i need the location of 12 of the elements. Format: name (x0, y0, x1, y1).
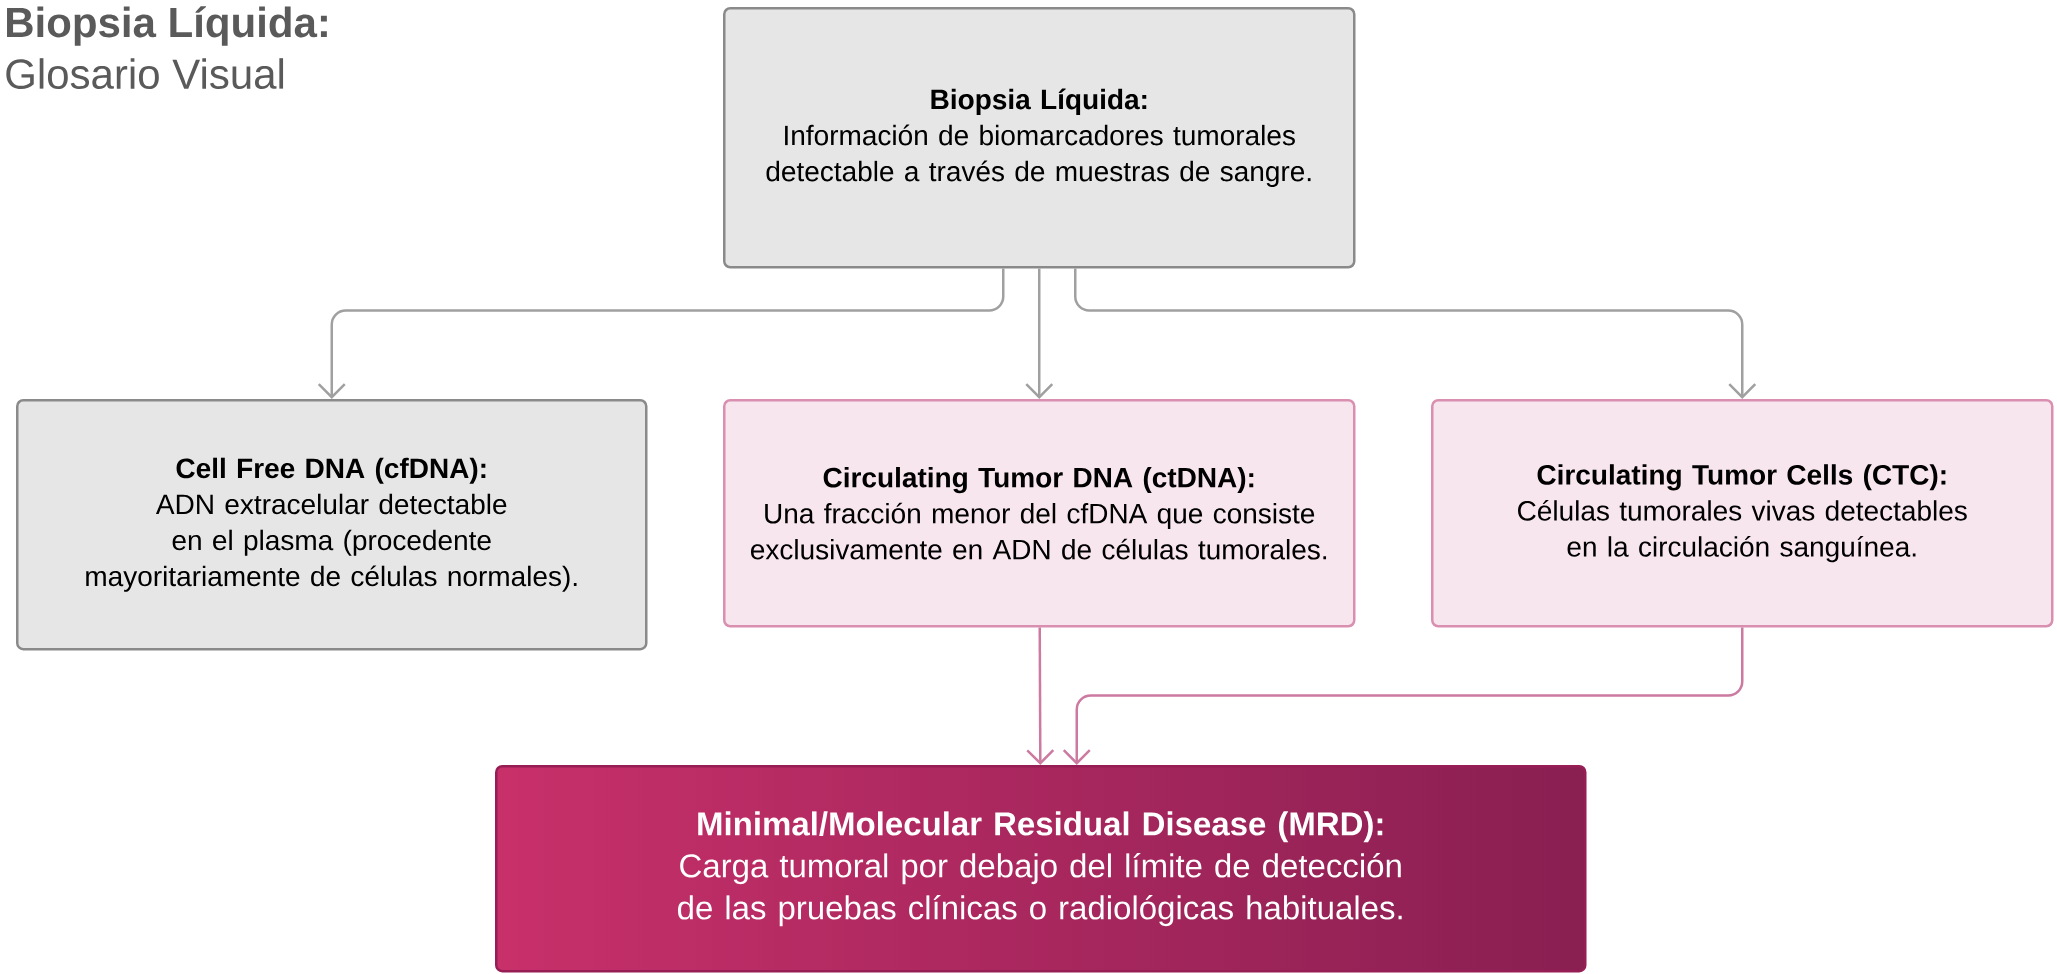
title: Biopsia Líquida: (7, 6, 327, 46)
arrow (1062, 627, 1744, 765)
arrow (1025, 268, 1054, 399)
concept-box: Cell Free DNA (cfDNA): ADN extracelular detectable en el plasma (procedente mayoritariamente de células normales). (16, 399, 648, 651)
concept-box: Biopsia Líquida: Información de biomarcadores tumorales detectable a través de muestras de sangre. (723, 7, 1356, 269)
concept-box: Circulating Tumor Cells (CTC): Células tumorales vivas detectables en la circulación sanguínea. (1431, 399, 2054, 628)
arrow (1026, 627, 1055, 765)
concept-box: Circulating Tumor DNA (ctDNA): Una fracción menor del cfDNA que consiste exclusivamente en ADN de células tumorales. (723, 399, 1356, 628)
arrow (1074, 268, 1757, 399)
arrow (317, 268, 1005, 399)
result-box: Minimal/Molecular Residual Disease (MRD): Carga tumoral por debajo del límite de detección de las pruebas clínicas o radiológicas habituales. (495, 765, 1587, 973)
subtitle: Glosario Visual (6, 58, 284, 90)
